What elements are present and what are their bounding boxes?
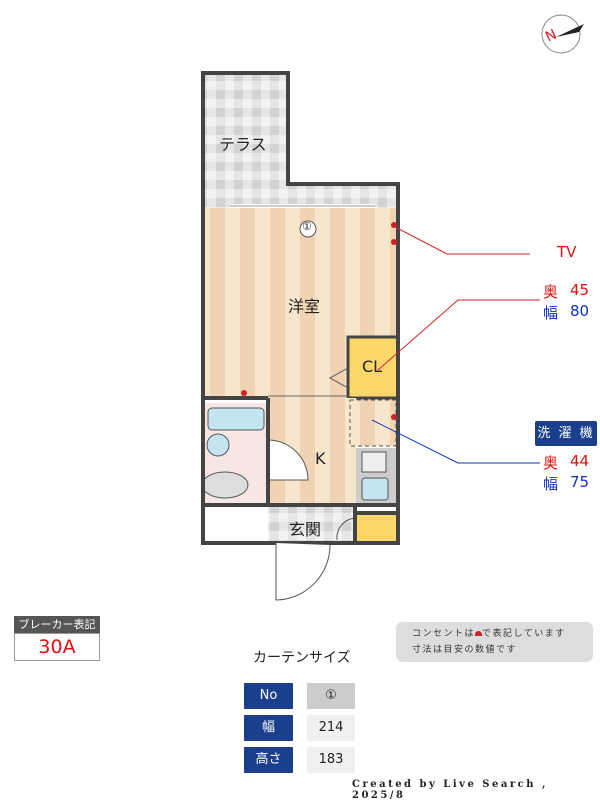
curtain-key-height: 高さ xyxy=(244,747,293,773)
washer-width: 75 xyxy=(570,473,590,491)
note-line1a: コンセントは xyxy=(412,629,476,639)
closet-label: CL xyxy=(362,357,383,376)
washer-leader xyxy=(371,419,540,464)
washer-space xyxy=(349,399,397,447)
entrance-floor xyxy=(268,507,355,543)
breaker-header: ブレーカー表記 xyxy=(14,616,100,633)
credit: Created by Live Search , 2025/8 xyxy=(352,779,548,801)
tv-leader xyxy=(396,227,530,255)
window-width: 80 xyxy=(570,302,590,320)
washer-depth-label: 奥 xyxy=(543,454,559,472)
western-room-label: 洋室 xyxy=(288,297,321,316)
outlet-icon xyxy=(475,631,483,636)
washer-badge: 洗 濯 機 xyxy=(535,421,597,446)
note-line1b: で表記しています xyxy=(482,629,566,639)
curtain-value-height: 183 xyxy=(307,747,355,773)
curtain-value-no: ① xyxy=(307,683,355,709)
terrace-label: テラス xyxy=(219,135,267,154)
washer-depth: 44 xyxy=(570,452,590,470)
curtain-marker: ① xyxy=(302,220,312,233)
curtain-key-no: No xyxy=(244,683,293,709)
curtain-value-width: 214 xyxy=(307,715,355,741)
terrace-area xyxy=(201,71,400,208)
curtain-key-width: 幅 xyxy=(244,715,293,741)
curtain-marker-circle xyxy=(299,220,317,238)
note-line2: 寸法は目安の数値です xyxy=(412,645,518,655)
note-box: コンセントはで表記しています 寸法は目安の数値です xyxy=(396,622,593,662)
compass-icon xyxy=(541,14,584,54)
toilet xyxy=(201,471,249,499)
entrance-label: 玄関 xyxy=(289,520,322,539)
window-leader xyxy=(377,299,540,371)
curtain-title: カーテンサイズ xyxy=(253,650,351,666)
breaker-value: 30A xyxy=(14,633,100,661)
bathtub xyxy=(207,407,265,431)
breaker-box: ブレーカー表記 30A xyxy=(14,616,100,661)
closet xyxy=(346,335,400,400)
window-depth: 45 xyxy=(570,281,590,299)
window-depth-label: 奥 xyxy=(543,283,559,301)
shoe-box xyxy=(357,513,398,543)
washer-width-label: 幅 xyxy=(543,475,559,493)
window-width-label: 幅 xyxy=(543,304,559,322)
kitchen-label: K xyxy=(315,449,326,468)
storage xyxy=(205,507,268,543)
sink xyxy=(206,433,230,457)
tv-label: TV xyxy=(557,243,577,261)
